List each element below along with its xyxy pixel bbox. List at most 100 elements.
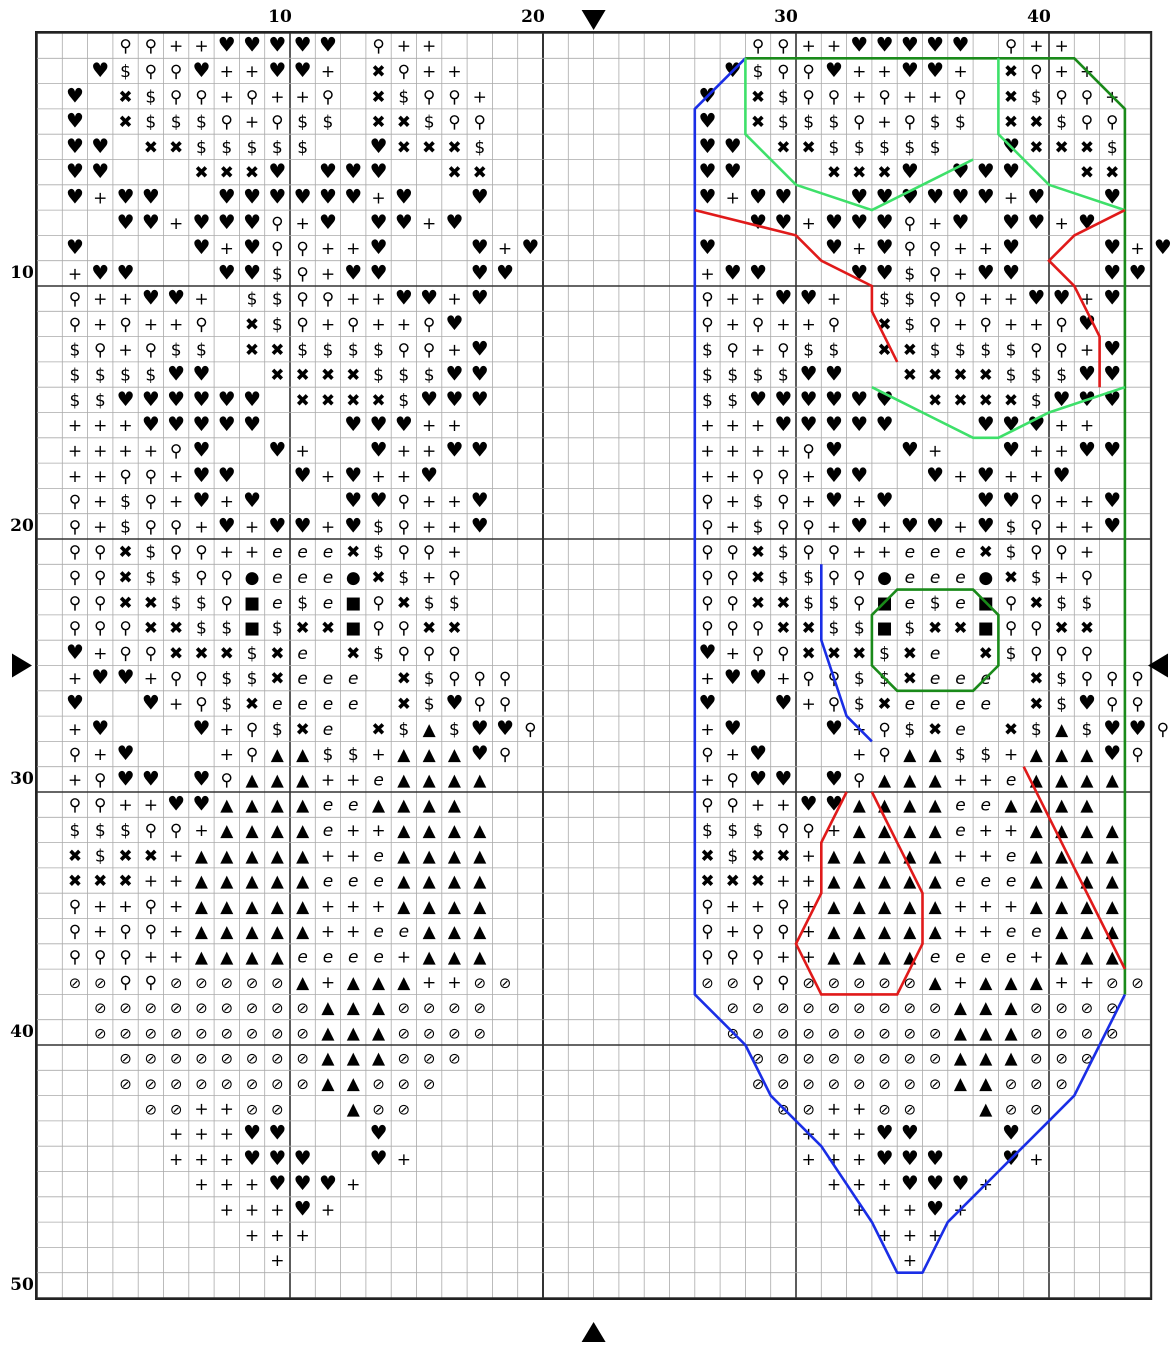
stitch-symbol: +: [118, 340, 132, 360]
stitch-symbol: $: [702, 391, 713, 411]
stitch-symbol: ⊘: [398, 1075, 411, 1093]
stitch-symbol: +: [245, 543, 259, 563]
stitch-symbol: ▲: [903, 745, 917, 765]
stitch-symbol: +: [852, 1125, 866, 1145]
stitch-symbol: $: [803, 593, 814, 613]
stitch-symbol: ■: [244, 593, 260, 613]
stitch-symbol: ⚲: [94, 770, 106, 790]
stitch-symbol: ⚲: [701, 796, 713, 816]
stitch-symbol: ⚲: [398, 340, 410, 360]
stitch-symbol: +: [802, 492, 816, 512]
stitch-symbol: +: [928, 214, 942, 234]
stitch-symbol: ✖: [68, 872, 82, 892]
stitch-symbol: ▲: [903, 796, 917, 816]
stitch-symbol: +: [877, 543, 891, 563]
stitch-symbol: ⚲: [474, 694, 486, 714]
stitch-symbol: ▲: [296, 973, 310, 993]
stitch-symbol: e: [1006, 947, 1016, 967]
stitch-symbol: +: [726, 467, 740, 487]
stitch-symbol: +: [321, 62, 335, 82]
stitch-symbol: +: [726, 315, 740, 335]
stitch-symbol: ♥: [926, 463, 944, 487]
stitch-symbol: ▲: [321, 1023, 335, 1043]
stitch-symbol: e: [297, 694, 307, 714]
stitch-symbol: ✖: [1004, 391, 1018, 411]
stitch-symbol: +: [1055, 492, 1069, 512]
stitch-symbol: $: [120, 492, 131, 512]
stitch-symbol: ▲: [1106, 897, 1120, 917]
stitch-symbol: ✖: [321, 391, 335, 411]
stitch-symbol: +: [220, 745, 234, 765]
stitch-symbol: ✖: [751, 113, 765, 133]
stitch-symbol: +: [194, 1099, 208, 1119]
stitch-symbol: +: [220, 239, 234, 259]
stitch-symbol: e: [930, 694, 940, 714]
stitch-symbol: ♥: [243, 235, 261, 259]
stitch-symbol: ▲: [929, 872, 943, 892]
stitch-symbol: ⊘: [1030, 999, 1043, 1017]
stitch-symbol: ▲: [979, 1099, 993, 1119]
stitch-symbol: $: [424, 694, 435, 714]
stitch-symbol: ✖: [118, 846, 132, 866]
stitch-symbol: e: [955, 669, 965, 689]
stitch-symbol: ⊘: [271, 974, 284, 992]
stitch-symbol: $: [247, 669, 258, 689]
stitch-symbol: ▲: [220, 947, 234, 967]
stitch-symbol: $: [171, 568, 182, 588]
stitch-symbol: ♥: [420, 286, 438, 310]
stitch-symbol: ⚲: [271, 113, 283, 133]
stitch-symbol: $: [980, 340, 991, 360]
stitch-symbol: $: [1107, 138, 1118, 158]
stitch-symbol: ♥: [774, 286, 792, 310]
stitch-symbol: ▲: [1055, 872, 1069, 892]
stitch-symbol: e: [323, 821, 333, 841]
stitch-symbol: ♥: [1103, 513, 1121, 537]
stitch-symbol: ⚲: [1030, 517, 1042, 537]
stitch-symbol: $: [778, 366, 789, 386]
stitch-symbol: ▲: [954, 998, 968, 1018]
stitch-symbol: ♥: [1002, 488, 1020, 512]
stitch-symbol: ▲: [195, 947, 209, 967]
stitch-symbol: ♥: [698, 184, 716, 208]
stitch-symbol: ▲: [271, 947, 285, 967]
stitch-symbol: ♥: [724, 159, 742, 183]
stitch-symbol: $: [297, 113, 308, 133]
stitch-symbol: ⚲: [1055, 87, 1067, 107]
stitch-symbol: ♥: [977, 184, 995, 208]
stitch-symbol: ▲: [271, 821, 285, 841]
stitch-symbol: +: [903, 1251, 917, 1271]
stitch-symbol: e: [981, 694, 991, 714]
stitch-symbol: e: [373, 846, 383, 866]
stitch-symbol: +: [1029, 441, 1043, 461]
stitch-symbol: ▲: [372, 1049, 386, 1069]
stitch-symbol: e: [1006, 872, 1016, 892]
stitch-symbol: ▲: [1080, 745, 1094, 765]
stitch-symbol: $: [373, 340, 384, 360]
stitch-symbol: ▲: [347, 998, 361, 1018]
stitch-symbol: e: [323, 593, 333, 613]
stitch-symbol: ▲: [372, 973, 386, 993]
stitch-symbol: ⚲: [347, 315, 359, 335]
stitch-symbol: ♥: [977, 412, 995, 436]
stitch-symbol: ▲: [321, 1049, 335, 1069]
stitch-symbol: ♥: [268, 1171, 286, 1195]
stitch-symbol: ♥: [445, 362, 463, 386]
stitch-symbol: ▲: [1080, 897, 1094, 917]
stitch-symbol: ▲: [195, 872, 209, 892]
stitch-symbol: +: [751, 897, 765, 917]
stitch-symbol: ✖: [118, 568, 132, 588]
stitch-symbol: ⊘: [170, 1050, 183, 1068]
stitch-symbol: ▲: [853, 922, 867, 942]
stitch-symbol: +: [1029, 315, 1043, 335]
stitch-symbol: ✖: [1029, 669, 1043, 689]
stitch-symbol: ♥: [91, 716, 109, 740]
stitch-symbol: ♥: [142, 766, 160, 790]
stitch-symbol: ▲: [423, 872, 437, 892]
stitch-symbol: ✖: [928, 619, 942, 639]
stitch-symbol: ▲: [220, 922, 234, 942]
row-number-label: 10: [10, 263, 34, 283]
stitch-symbol: $: [373, 366, 384, 386]
stitch-symbol: ▲: [473, 846, 487, 866]
stitch-symbol: ♥: [850, 387, 868, 411]
stitch-symbol: ♥: [243, 488, 261, 512]
